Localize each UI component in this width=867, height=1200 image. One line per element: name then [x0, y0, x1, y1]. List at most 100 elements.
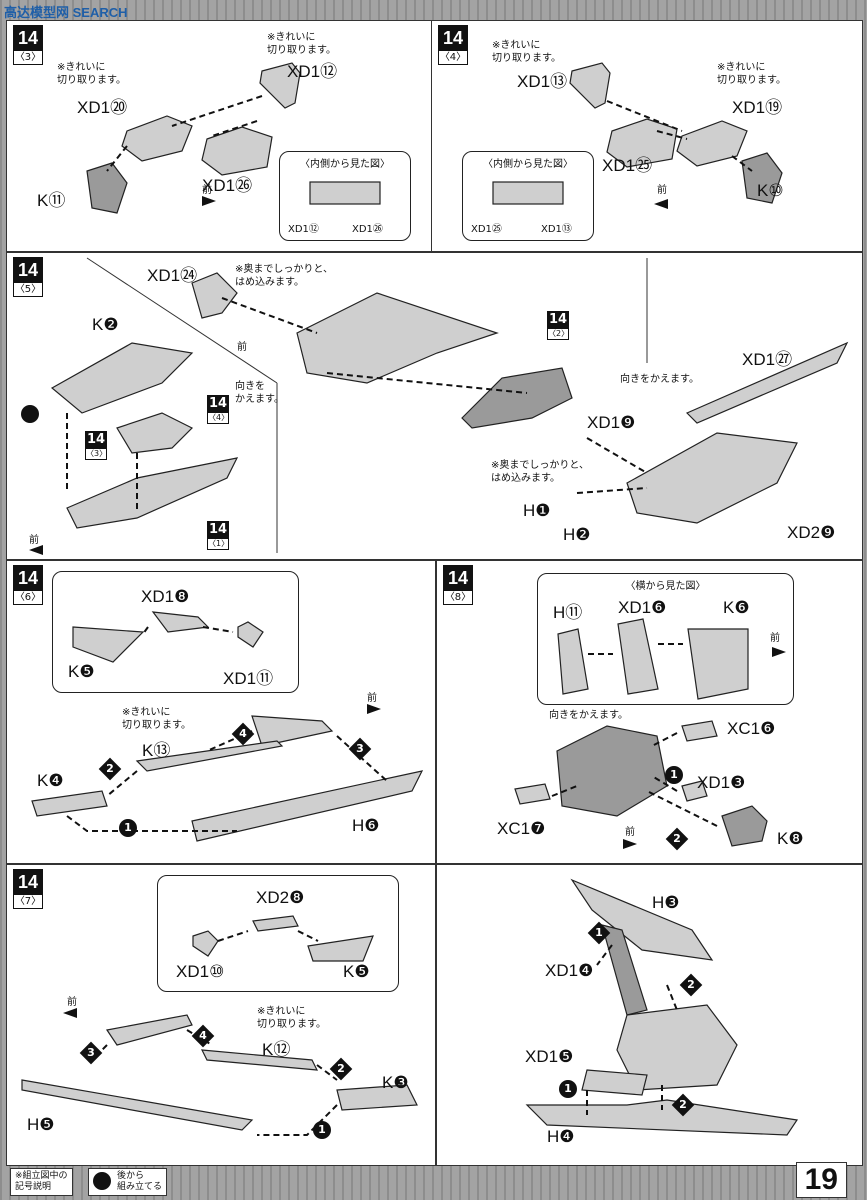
- order-marker: 4: [231, 722, 255, 746]
- step-badge: 14〈4〉: [438, 25, 468, 65]
- front-arrow-icon: [623, 839, 637, 849]
- panel-14-8-illustration: [514, 720, 768, 847]
- front-label: 前: [202, 185, 212, 196]
- note-cut-clean: ※きれいに 切り取ります。: [717, 62, 786, 86]
- note-turn: 向きをかえます。: [549, 710, 628, 721]
- watermark: 高达模型网 SEARCH: [4, 5, 128, 20]
- front-label: 前: [29, 535, 39, 546]
- panel-14-5: 14〈5〉 XD1㉔ ※奥までしっかりと、 はめ込みます。 K❷ 前 向きを か…: [6, 252, 863, 560]
- part-label: XD1㉔: [147, 266, 198, 285]
- part-label: XD1㉕: [602, 156, 653, 175]
- part-label: XD1❹: [545, 961, 594, 980]
- part-label: K⑬: [142, 741, 171, 760]
- note-cut-clean: ※きれいに 切り取ります。: [267, 32, 336, 56]
- inset-side-view: 〈横から見た図〉 H⑪ XD1❻ K❻: [537, 573, 794, 705]
- panel-14-3: 14〈3〉 ※きれいに 切り取ります。 ※きれいに 切り取ります。 XD1⑫ X…: [6, 20, 432, 252]
- part-label: K⑪: [37, 191, 66, 210]
- front-arrow-icon: [772, 647, 786, 657]
- order-marker: 1: [119, 819, 137, 837]
- order-marker: 2: [98, 757, 122, 781]
- panel-14-6-illustration: [31, 715, 424, 842]
- part-label: H❸: [652, 893, 680, 912]
- part-label: XD1⑳: [77, 98, 128, 117]
- legend-symbols: ※組立図中の 記号説明: [10, 1168, 73, 1196]
- legend-assemble-later: 後から 組み立てる: [88, 1168, 168, 1196]
- panel-14-4: 14〈4〉 ※きれいに 切り取ります。 ※きれいに 切り取ります。 XD1⑬ X…: [431, 20, 863, 252]
- order-marker: 1: [587, 921, 611, 945]
- part-label: K❸: [382, 1073, 409, 1092]
- step-badge: 14〈7〉: [13, 869, 43, 909]
- panel-14-8: 14〈8〉 〈横から見た図〉 H⑪ XD1❻ K❻ 前 向きをかえます。 XC1…: [436, 560, 863, 864]
- note-insert-firmly: ※奥までしっかりと、 はめ込みます。: [235, 264, 333, 288]
- note-turn: 向きを かえます。: [235, 381, 284, 405]
- part-label: K⑩: [757, 181, 784, 200]
- order-marker: 2: [665, 827, 689, 851]
- note-insert-firmly: ※奥までしっかりと、 はめ込みます。: [491, 460, 589, 484]
- front-arrow-icon: [654, 199, 668, 209]
- order-marker: 2: [679, 973, 703, 997]
- ref-step: 14〈1〉: [207, 521, 230, 550]
- front-arrow-icon: [29, 545, 43, 555]
- page-number: 19: [795, 1162, 847, 1198]
- inset-inside-view: 〈内側から見た図〉 XD1⑫ XD1㉖: [279, 151, 411, 241]
- part-label: XD1⑫: [287, 62, 338, 81]
- order-marker: 3: [79, 1041, 103, 1065]
- ref-step: 14〈4〉: [207, 395, 230, 424]
- panel-14-9-illustration: [525, 878, 799, 1136]
- front-arrow-icon: [202, 196, 216, 206]
- inset-inside-view: 〈内側から見た図〉 XD1㉕ XD1⑬: [462, 151, 594, 241]
- order-marker: 3: [348, 737, 372, 761]
- front-label: 前: [625, 827, 635, 838]
- order-marker: 2: [329, 1057, 353, 1081]
- step-badge: 14〈3〉: [13, 25, 43, 65]
- panel-14-3-illustration: [86, 62, 301, 214]
- note-cut-clean: ※きれいに 切り取ります。: [492, 40, 561, 64]
- order-marker: 1: [313, 1121, 331, 1139]
- ref-step: 14〈3〉: [85, 431, 108, 460]
- front-label: 前: [67, 997, 77, 1008]
- step-badge: 14〈6〉: [13, 565, 43, 605]
- note-cut-clean: ※きれいに 切り取ります。: [257, 1006, 326, 1030]
- part-label: H❺: [27, 1115, 55, 1134]
- part-label: K⑫: [262, 1040, 291, 1059]
- part-label: XD1㉖: [202, 176, 253, 195]
- part-label: H❻: [352, 816, 380, 835]
- note-cut-clean: ※きれいに 切り取ります。: [122, 707, 191, 731]
- panel-14-4-illustration: [569, 62, 783, 204]
- part-label: XD1❾: [587, 413, 636, 432]
- front-label: 前: [367, 693, 377, 704]
- part-label: XD1❺: [525, 1047, 574, 1066]
- part-label: XD1㉗: [742, 350, 793, 369]
- part-label: H❶: [523, 501, 551, 520]
- part-label: XC1❼: [497, 819, 546, 838]
- panel-14-6: 14〈6〉 XD1❽ K❺ XD1⑪ ※きれいに 切り取ります。 K⑬ K❹ H…: [6, 560, 436, 864]
- order-marker: 2: [671, 1093, 695, 1117]
- front-arrow-icon: [367, 704, 381, 714]
- order-marker: 1: [559, 1080, 577, 1098]
- part-label: H❹: [547, 1127, 575, 1146]
- inset-detail: XD1❽ K❺ XD1⑪: [52, 571, 299, 693]
- panel-14-7: 14〈7〉 XD2❽ XD1⑩ K❺ 前 ※きれいに 切り取ります。 K⑫ K❸…: [6, 864, 436, 1166]
- ref-step: 14〈2〉: [547, 311, 570, 340]
- order-marker: 1: [665, 766, 683, 784]
- part-label: H❷: [563, 525, 591, 544]
- panel-14-9: H❸ XD1❹ XD1❺ H❹ 1 2 1 2: [436, 864, 863, 1166]
- part-label: K❽: [777, 829, 804, 848]
- note-turn: 向きをかえます。: [620, 374, 699, 385]
- step-badge: 14〈8〉: [443, 565, 473, 605]
- part-label: XD1⑲: [732, 98, 783, 117]
- part-label: XD2❾: [787, 523, 836, 542]
- note-cut-clean: ※きれいに 切り取ります。: [57, 62, 126, 86]
- part-label: XC1❻: [727, 719, 776, 738]
- panel-14-7-illustration: [21, 1014, 418, 1136]
- part-label: XD1❸: [697, 773, 746, 792]
- front-label: 前: [770, 633, 780, 644]
- part-label: K❹: [37, 771, 64, 790]
- part-label: K❷: [92, 315, 119, 334]
- front-label: 前: [237, 342, 247, 353]
- order-marker: 4: [191, 1024, 215, 1048]
- assemble-later-icon: [93, 1172, 111, 1190]
- part-label: XD1⑬: [517, 72, 568, 91]
- inset-detail: XD2❽ XD1⑩ K❺: [157, 875, 399, 992]
- panel-14-5-illustration: [50, 257, 849, 553]
